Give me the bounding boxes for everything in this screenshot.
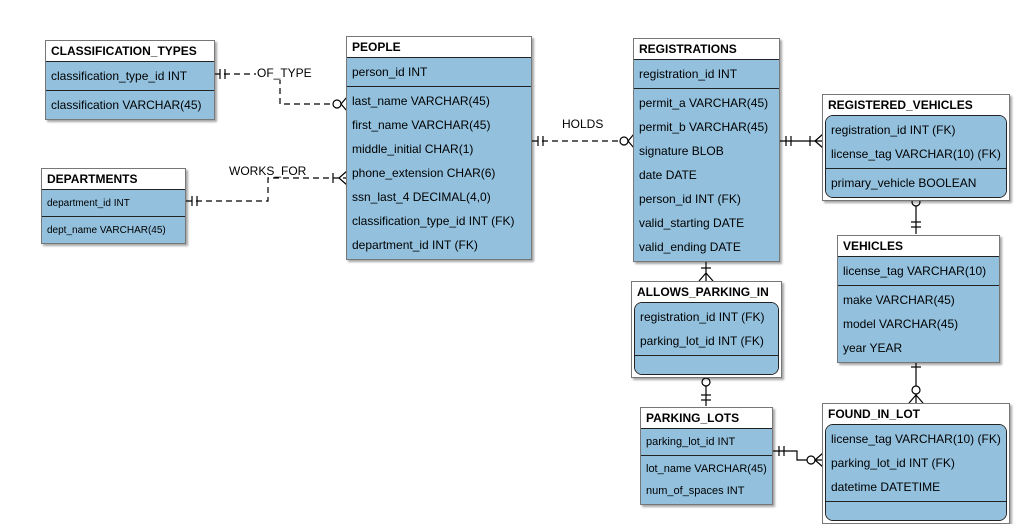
link-parking-found <box>773 446 824 468</box>
attribute-row[interactable]: permit_b VARCHAR(45) <box>639 120 769 134</box>
key-section: department_id INT <box>42 189 185 216</box>
attribute-row[interactable]: permit_a VARCHAR(45) <box>639 96 769 110</box>
attribute-row[interactable]: lot_name VARCHAR(45) <box>646 463 767 475</box>
attribute-row[interactable]: person_id INT <box>352 65 428 79</box>
entity-vehicles[interactable]: VEHICLES license_tag VARCHAR(10) make VARC… <box>837 235 1000 363</box>
attribute-section: last_name VARCHAR(45) first_name VARCHAR(… <box>347 86 531 259</box>
link-holds <box>532 133 635 149</box>
attribute-row[interactable]: middle_initial CHAR(1) <box>352 142 474 156</box>
attribute-row[interactable]: primary_vehicle BOOLEAN <box>831 176 977 190</box>
relationship-label-holds: HOLDS <box>562 117 604 131</box>
entity-departments[interactable]: DEPARTMENTS department_id INT dept_name VA… <box>41 168 186 244</box>
attribute-row[interactable]: ssn_last_4 DECIMAL(4,0) <box>352 190 491 204</box>
link-vehicle-found <box>908 356 924 404</box>
key-section: registration_id INT <box>634 59 779 88</box>
entity-title: PARKING_LOTS <box>641 408 772 428</box>
entity-title: CLASSIFICATION_TYPES <box>46 41 214 61</box>
attribute-row[interactable]: license_tag VARCHAR(10) (FK) <box>831 147 1001 161</box>
attribute-section <box>635 355 778 374</box>
attribute-row[interactable]: make VARCHAR(45) <box>843 293 955 307</box>
attribute-section: permit_a VARCHAR(45) permit_b VARCHAR(45)… <box>634 88 779 261</box>
entity-title: ALLOWS_PARKING_IN <box>632 282 781 302</box>
entity-title: PEOPLE <box>347 37 531 57</box>
attribute-section: dept_name VARCHAR(45) <box>42 216 185 243</box>
link-works-for <box>186 170 348 206</box>
entity-title: FOUND_IN_LOT <box>823 404 1009 424</box>
relationship-label-of-type: OF_TYPE <box>256 66 313 80</box>
entity-title: DEPARTMENTS <box>42 169 185 189</box>
attribute-row[interactable]: parking_lot_id INT <box>646 436 736 448</box>
attribute-row[interactable]: datetime DATETIME <box>831 480 941 494</box>
entity-title: VEHICLES <box>838 236 999 256</box>
entity-title: REGISTRATIONS <box>634 39 779 59</box>
attribute-row[interactable]: classification_type_id INT <box>51 69 188 83</box>
attribute-row[interactable]: classification_type_id INT (FK) <box>352 214 515 228</box>
attribute-section: classification VARCHAR(45) <box>46 90 214 119</box>
attribute-section: make VARCHAR(45) model VARCHAR(45) year YE… <box>838 285 999 362</box>
entity-people[interactable]: PEOPLE person_id INT last_name VARCHAR(45)… <box>346 36 532 260</box>
key-section: person_id INT <box>347 57 531 86</box>
entity-title: REGISTERED_VEHICLES <box>823 95 1009 115</box>
link-registration-vehicle <box>780 133 824 149</box>
attribute-row[interactable]: department_id INT (FK) <box>352 238 478 252</box>
key-section: registration_id INT (FK) license_tag VARC… <box>826 116 1006 168</box>
attribute-row[interactable]: first_name VARCHAR(45) <box>352 118 491 132</box>
attribute-row[interactable]: registration_id INT (FK) <box>640 310 765 324</box>
attribute-row[interactable]: model VARCHAR(45) <box>843 317 959 331</box>
attribute-section: primary_vehicle BOOLEAN <box>826 168 1006 197</box>
key-section: parking_lot_id INT <box>641 428 772 455</box>
entity-registrations[interactable]: REGISTRATIONS registration_id INT permit_a… <box>633 38 780 262</box>
attribute-row[interactable]: valid_starting DATE <box>639 216 745 230</box>
key-section: license_tag VARCHAR(10) (FK) parking_lot_… <box>826 425 1006 501</box>
entity-parking-lots[interactable]: PARKING_LOTS parking_lot_id INT lot_name V… <box>640 407 773 505</box>
attribute-row[interactable]: license_tag VARCHAR(10) <box>843 264 987 278</box>
attribute-row[interactable]: department_id INT <box>47 197 130 209</box>
attribute-row[interactable]: last_name VARCHAR(45) <box>352 94 490 108</box>
attribute-row[interactable]: dept_name VARCHAR(45) <box>47 224 166 236</box>
attribute-row[interactable]: license_tag VARCHAR(10) (FK) <box>831 432 1001 446</box>
relationship-label-works-for: WORKS_FOR <box>229 164 307 178</box>
link-of-type <box>214 69 348 112</box>
attribute-row[interactable]: classification VARCHAR(45) <box>51 98 202 112</box>
attribute-section: lot_name VARCHAR(45) num_of_spaces INT <box>641 455 772 504</box>
attribute-row[interactable]: signature BLOB <box>639 144 724 158</box>
attribute-row[interactable]: person_id INT (FK) <box>639 192 741 206</box>
key-section: registration_id INT (FK) parking_lot_id I… <box>635 303 778 355</box>
attribute-row[interactable]: num_of_spaces INT <box>646 485 745 497</box>
attribute-row[interactable]: phone_extension CHAR(6) <box>352 166 496 180</box>
attribute-row[interactable]: year YEAR <box>843 341 903 355</box>
entity-classification-types[interactable]: CLASSIFICATION_TYPES classification_type_… <box>45 40 215 120</box>
attribute-row[interactable]: parking_lot_id INT (FK) <box>831 456 955 470</box>
key-section: classification_type_id INT <box>46 61 214 90</box>
attribute-row[interactable]: date DATE <box>639 168 697 182</box>
attribute-section <box>826 501 1006 520</box>
attribute-row[interactable]: registration_id INT (FK) <box>831 123 956 137</box>
key-section: license_tag VARCHAR(10) <box>838 256 999 285</box>
attribute-row[interactable]: valid_ending DATE <box>639 240 741 254</box>
attribute-row[interactable]: registration_id INT <box>639 67 738 81</box>
attribute-row[interactable]: parking_lot_id INT (FK) <box>640 334 764 348</box>
